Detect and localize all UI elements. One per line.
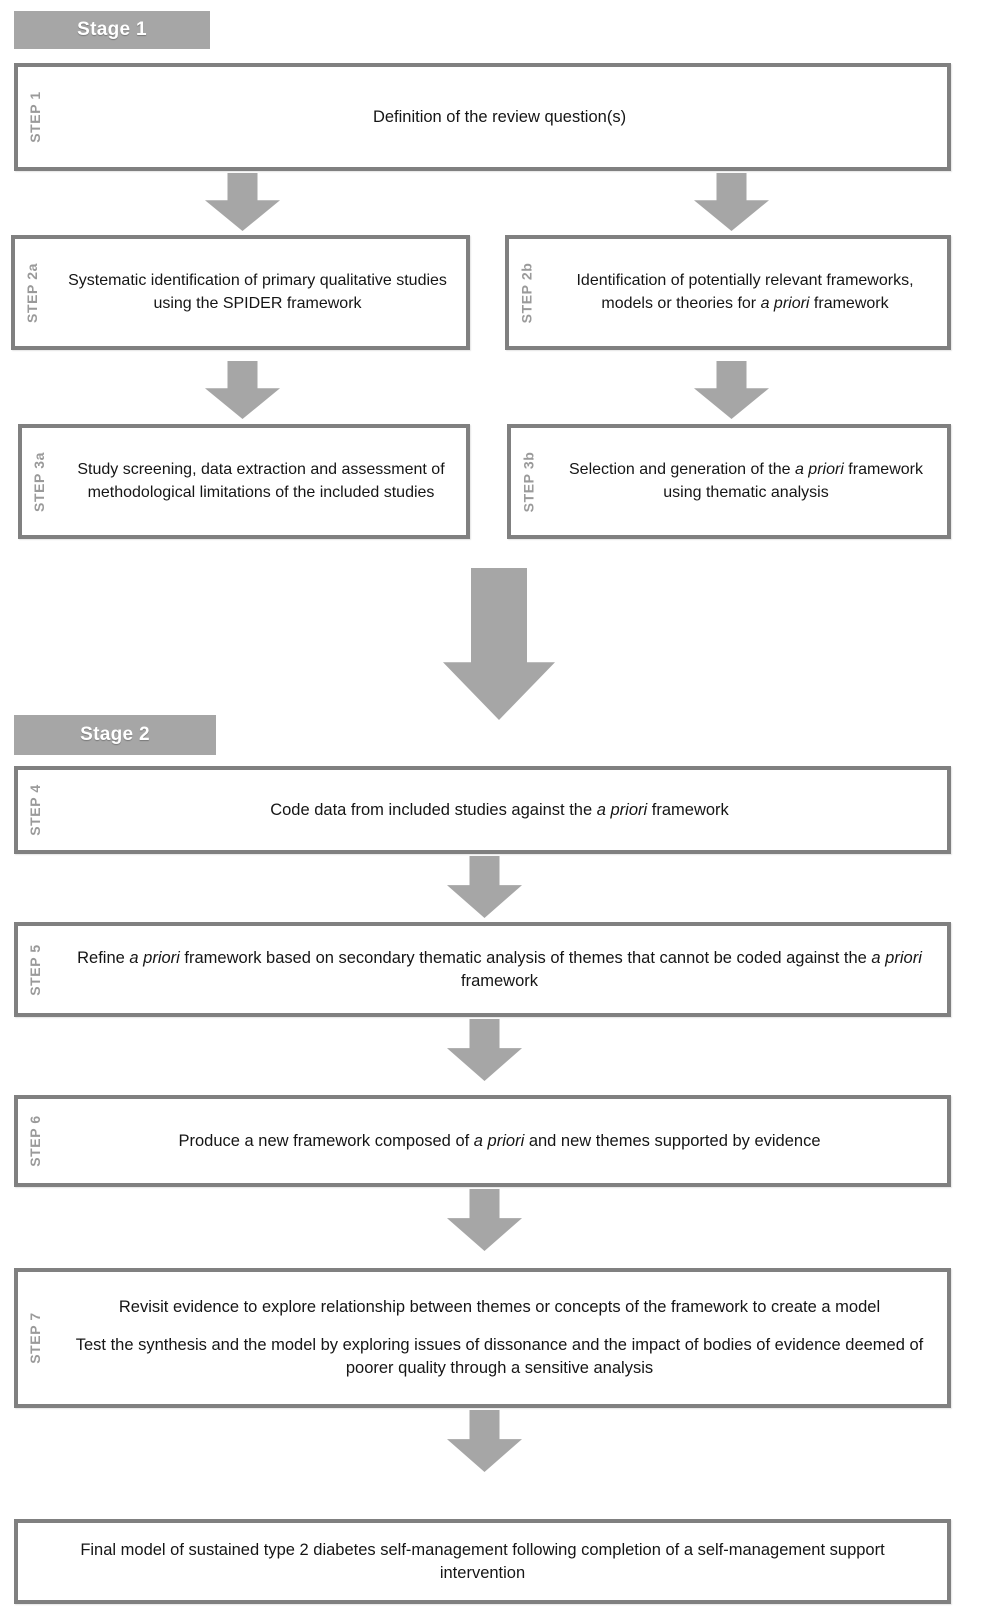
- step-3a-text-line-1: Study screening, data extraction and ass…: [77, 460, 445, 501]
- step-2a-body: Systematic identification of primary qua…: [49, 239, 466, 346]
- step-1-body: Definition of the review question(s): [52, 67, 947, 167]
- step-3b-box: STEP 3b Selection and generation of the …: [507, 424, 951, 539]
- step-7-label: STEP 7: [27, 1312, 43, 1364]
- step-6-tab: STEP 6: [18, 1099, 52, 1183]
- step-4-body: Code data from included studies against …: [52, 770, 947, 850]
- arrow-stage1-to-stage2: [443, 568, 555, 720]
- final-model-body: Final model of sustained type 2 diabetes…: [18, 1523, 947, 1600]
- arrow-step1-to-step2a: [205, 173, 280, 231]
- step-6-label: STEP 6: [27, 1115, 43, 1167]
- step-7-text-line-2: Test the synthesis and the model by expl…: [75, 1336, 924, 1377]
- arrow-step6-to-step7: [447, 1189, 522, 1251]
- step-3a-box: STEP 3a Study screening, data extraction…: [18, 424, 470, 539]
- step-5-body: Refine a priori framework based on secon…: [52, 926, 947, 1013]
- step-2a-tab: STEP 2a: [15, 239, 49, 346]
- step-3a-body: Study screening, data extraction and ass…: [56, 428, 466, 535]
- final-model-box: Final model of sustained type 2 diabetes…: [14, 1519, 951, 1604]
- step-4-text-line-1: Code data from included studies against …: [270, 800, 729, 819]
- step-2b-body: Identification of potentially relevant f…: [543, 239, 947, 346]
- arrow-step4-to-step5: [447, 856, 522, 918]
- step-3a-label: STEP 3a: [31, 451, 48, 512]
- stage-1-label: Stage 1: [77, 19, 147, 40]
- arrow-step7-to-final: [447, 1410, 522, 1472]
- stage-2-banner: Stage 2: [14, 715, 216, 755]
- step-1-tab: STEP 1: [18, 67, 52, 167]
- arrow-step5-to-step6: [447, 1019, 522, 1081]
- step-4-label: STEP 4: [27, 784, 43, 836]
- step-3a-tab: STEP 3a: [22, 428, 56, 535]
- step-4-box: STEP 4 Code data from included studies a…: [14, 766, 951, 854]
- stage-1-banner: Stage 1: [14, 11, 210, 49]
- step-5-text-line-1: Refine a priori framework based on secon…: [77, 948, 922, 990]
- step-2b-tab: STEP 2b: [509, 239, 543, 346]
- arrow-step2b-to-step3b: [694, 361, 769, 419]
- step-5-tab: STEP 5: [18, 926, 52, 1013]
- arrow-step1-to-step2b: [694, 173, 769, 231]
- step-3b-tab: STEP 3b: [511, 428, 545, 535]
- stage-2-label: Stage 2: [80, 724, 150, 745]
- step-3b-body: Selection and generation of the a priori…: [545, 428, 947, 535]
- step-2b-text-line-1: Identification of potentially relevant f…: [576, 271, 914, 312]
- step-6-body: Produce a new framework composed of a pr…: [52, 1099, 947, 1183]
- step-7-body: Revisit evidence to explore relationship…: [52, 1272, 947, 1404]
- step-1-box: STEP 1 Definition of the review question…: [14, 63, 951, 171]
- step-7-box: STEP 7 Revisit evidence to explore relat…: [14, 1268, 951, 1408]
- step-2b-box: STEP 2b Identification of potentially re…: [505, 235, 951, 350]
- step-2a-box: STEP 2a Systematic identification of pri…: [11, 235, 470, 350]
- step-1-text-line-1: Definition of the review question(s): [372, 107, 627, 126]
- step-2b-label: STEP 2b: [518, 262, 534, 323]
- final-model-text-line-1: Final model of sustained type 2 diabetes…: [80, 1540, 885, 1582]
- step-5-box: STEP 5 Refine a priori framework based o…: [14, 922, 951, 1017]
- step-7-text-line-1: Revisit evidence to explore relationship…: [118, 1298, 881, 1317]
- step-4-tab: STEP 4: [18, 770, 52, 850]
- step-1-label: STEP 1: [27, 91, 43, 143]
- step-3b-label: STEP 3b: [520, 451, 536, 512]
- step-5-label: STEP 5: [27, 943, 43, 996]
- step-7-tab: STEP 7: [18, 1272, 52, 1404]
- step-2a-label: STEP 2a: [24, 262, 41, 323]
- step-6-text-line-1: Produce a new framework composed of a pr…: [178, 1131, 821, 1150]
- step-6-box: STEP 6 Produce a new framework composed …: [14, 1095, 951, 1187]
- step-2a-text-line-1: Systematic identification of primary qua…: [68, 271, 447, 312]
- step-3b-text-line-1: Selection and generation of the a priori…: [569, 460, 923, 501]
- arrow-step2a-to-step3a: [205, 361, 280, 419]
